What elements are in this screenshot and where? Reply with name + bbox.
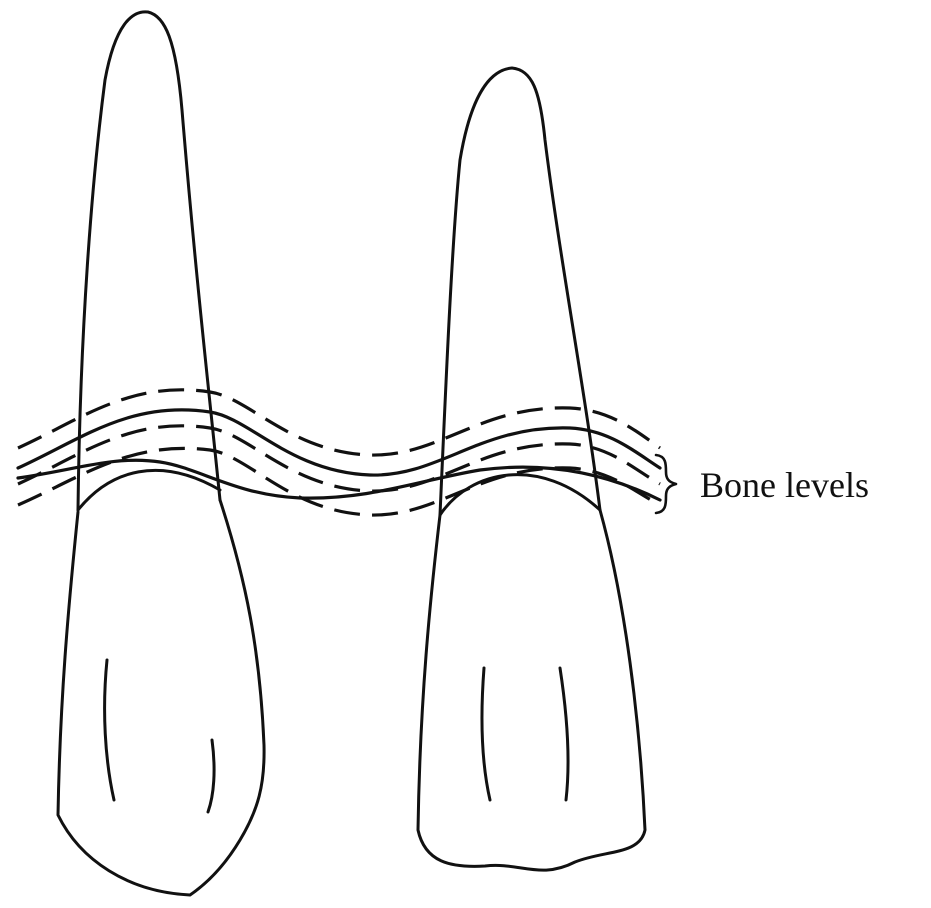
left-tooth-crown-mark-2 (208, 740, 214, 812)
left-tooth-crown (58, 500, 264, 895)
bone-level-lines (18, 390, 660, 515)
bone-level-lower-dashed (18, 448, 660, 515)
left-tooth (58, 12, 264, 895)
right-tooth-crown-mark-2 (560, 668, 568, 800)
bone-levels-label: Bone levels (700, 465, 869, 505)
left-tooth-root (78, 12, 220, 510)
right-tooth-cej-line (440, 475, 600, 515)
right-tooth-crown (418, 510, 645, 870)
left-tooth-cej-line (78, 470, 220, 510)
left-tooth-crown-mark-1 (105, 660, 114, 800)
right-tooth-crown-mark-1 (482, 668, 490, 800)
